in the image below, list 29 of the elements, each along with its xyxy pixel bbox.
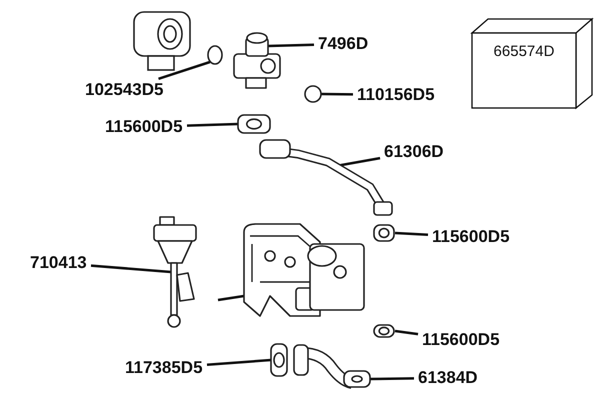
part-number: 710413: [30, 253, 87, 273]
leader-line: [394, 330, 418, 336]
o-ring-drawing: [206, 44, 224, 66]
actuator-drawing: [150, 215, 200, 330]
gasket-drawing: [236, 112, 272, 136]
leader-line: [206, 358, 272, 366]
part-number: 61384D: [418, 368, 478, 388]
part-number: 7496D: [318, 34, 368, 54]
part-number: 61306D: [384, 142, 444, 162]
part-number: 665574D: [492, 43, 556, 60]
leader-line: [394, 232, 428, 236]
gasket-drawing: [372, 222, 396, 244]
gasket-drawing: [268, 342, 290, 378]
leader-line: [158, 60, 210, 80]
leader-line: [218, 294, 244, 302]
part-number: 102543D5: [85, 80, 164, 100]
leader-line: [268, 44, 314, 48]
part-number: 117385D5: [125, 358, 203, 378]
leader-line: [186, 122, 238, 127]
part-number: 115600D5: [105, 117, 183, 137]
leader-line: [370, 377, 414, 380]
part-number: 115600D5: [422, 330, 500, 350]
gasket-drawing: [372, 322, 396, 340]
leader-line: [320, 92, 354, 96]
part-number: 115600D5: [432, 227, 510, 247]
part-number: 110156D5: [357, 85, 435, 105]
cooler-drawing: [240, 222, 368, 318]
o-ring-drawing: [303, 84, 323, 104]
leader-line: [90, 264, 172, 274]
